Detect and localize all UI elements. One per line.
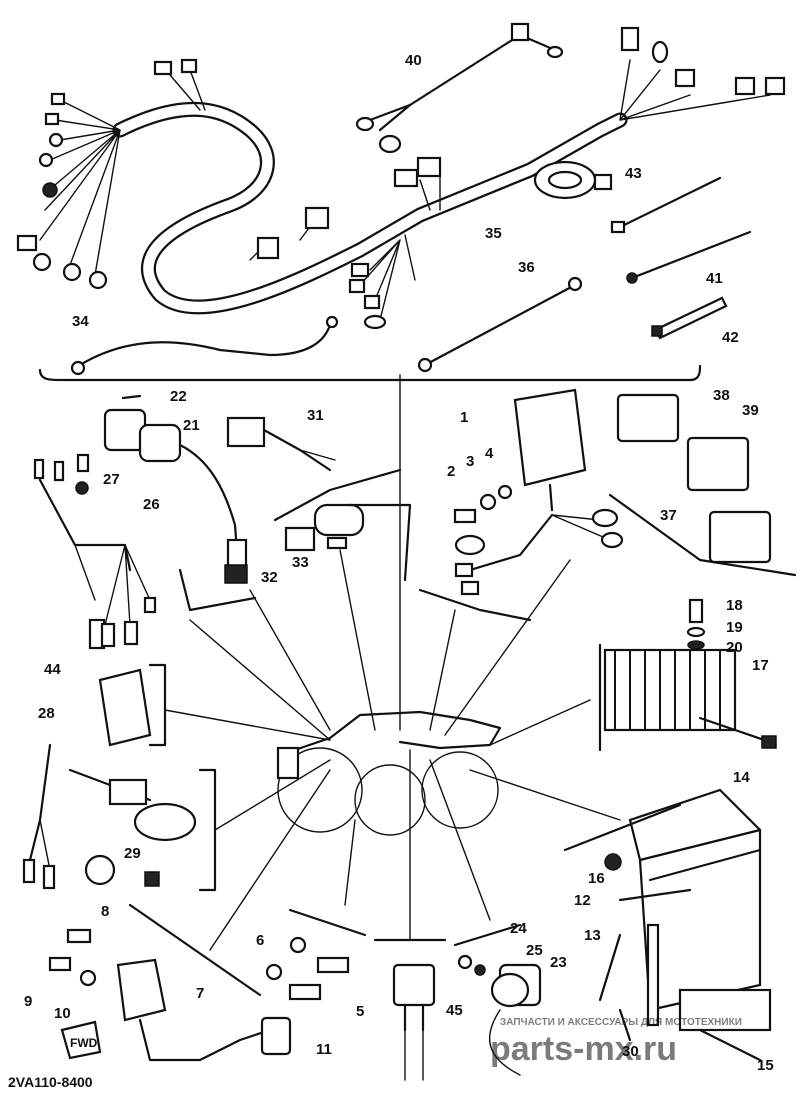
callout-10: 10 — [54, 1005, 71, 1022]
part-31[interactable] — [226, 416, 336, 472]
ignition-coil-7[interactable] — [116, 958, 292, 1062]
fwd-label: FWD — [70, 1036, 98, 1050]
callout-1: 1 — [460, 409, 468, 426]
band-41[interactable] — [626, 230, 752, 284]
callout-9: 9 — [24, 993, 32, 1010]
horn-23[interactable] — [489, 963, 542, 1076]
callout-30: 30 — [622, 1043, 639, 1060]
screw-29[interactable] — [144, 871, 160, 887]
watermark-logo: parts-mx.ru — [490, 1030, 677, 1068]
band-42[interactable] — [651, 296, 728, 340]
callout-23: 23 — [550, 954, 567, 971]
sub-harness-40[interactable] — [355, 22, 564, 154]
callout-35: 35 — [485, 225, 502, 242]
callout-45: 45 — [446, 1002, 463, 1019]
washers-6[interactable] — [265, 936, 307, 981]
section-bracket — [38, 364, 702, 382]
callout-4: 4 — [485, 445, 494, 462]
callout-25: 25 — [526, 942, 543, 959]
cable-34[interactable] — [70, 315, 339, 376]
washer-24[interactable] — [457, 954, 473, 970]
watermark: ЗАПЧАСТИ И АКСЕССУАРЫ ДЛЯ МОТОТЕХНИКИ pa… — [490, 1017, 742, 1068]
callout-44: 44 — [44, 661, 61, 678]
callout-43: 43 — [625, 165, 642, 182]
bolt-9[interactable] — [48, 956, 72, 972]
callout-29: 29 — [124, 845, 141, 862]
battery-lead-12[interactable] — [618, 888, 692, 902]
callout-34: 34 — [72, 313, 89, 330]
callout-3: 3 — [466, 453, 474, 470]
callout-33: 33 — [292, 554, 309, 571]
callout-27: 27 — [103, 471, 120, 488]
cover-38[interactable] — [616, 393, 680, 443]
drawing-code: 2VA110-8400 — [8, 1074, 93, 1090]
callout-19: 19 — [726, 619, 743, 636]
callout-7: 7 — [196, 985, 204, 1002]
callout-15: 15 — [757, 1057, 774, 1074]
callout-6: 6 — [256, 932, 264, 949]
cap-16[interactable] — [604, 853, 622, 871]
leader-lines — [164, 374, 621, 951]
battery-lead-13[interactable] — [598, 923, 660, 1027]
main-wire-harness[interactable] — [16, 26, 786, 330]
callout-21: 21 — [183, 417, 200, 434]
washer-4[interactable] — [497, 484, 513, 500]
bolt-18[interactable] — [688, 598, 704, 624]
vehicle-outline — [276, 710, 502, 836]
callout-26: 26 — [143, 496, 160, 513]
callout-40: 40 — [405, 52, 422, 69]
callout-12: 12 — [574, 892, 591, 909]
callout-32: 32 — [261, 569, 278, 586]
callout-17: 17 — [752, 657, 769, 674]
callout-41: 41 — [706, 270, 723, 287]
watermark-tagline: ЗАПЧАСТИ И АКСЕССУАРЫ ДЛЯ МОТОТЕХНИКИ — [500, 1017, 742, 1028]
breather-30[interactable] — [618, 1008, 632, 1042]
main-switch-21[interactable] — [103, 394, 248, 584]
callout-22: 22 — [170, 388, 187, 405]
callout-31: 31 — [307, 407, 324, 424]
washer-19[interactable] — [686, 626, 706, 638]
callout-labels: 40 35 36 43 41 42 34 22 21 31 27 26 33 3… — [8, 52, 774, 1090]
cover-39[interactable] — [686, 436, 750, 492]
callout-20: 20 — [726, 639, 743, 656]
fwd-arrow: FWD — [60, 1020, 102, 1060]
callout-38: 38 — [713, 387, 730, 404]
part-32[interactable] — [273, 468, 402, 552]
bracket-lines — [128, 493, 797, 997]
washer-20[interactable] — [687, 640, 705, 650]
cover-44[interactable] — [98, 668, 152, 747]
lead-28[interactable] — [22, 743, 197, 890]
callout-13: 13 — [584, 927, 601, 944]
nut-25[interactable] — [474, 964, 486, 976]
bolt-2[interactable] — [453, 508, 477, 524]
bolt-8[interactable] — [66, 928, 92, 944]
callout-11: 11 — [316, 1041, 332, 1058]
washer-10[interactable] — [79, 969, 97, 987]
battery-band-15[interactable] — [698, 1028, 762, 1062]
cdi-unit-1[interactable] — [454, 388, 624, 596]
callout-16: 16 — [588, 870, 605, 887]
rectifier-17[interactable] — [603, 648, 777, 749]
callout-39: 39 — [742, 402, 759, 419]
battery-14[interactable] — [628, 788, 772, 1032]
callout-24: 24 — [510, 920, 527, 937]
callout-14: 14 — [733, 769, 750, 786]
callout-37: 37 — [660, 507, 677, 524]
handlebar-switch-26[interactable] — [33, 453, 157, 650]
callout-28: 28 — [38, 705, 55, 722]
cable-tie-43[interactable] — [610, 176, 722, 234]
callout-18: 18 — [726, 597, 743, 614]
relay-45[interactable] — [392, 963, 436, 1081]
callout-36: 36 — [518, 259, 535, 276]
callout-42: 42 — [722, 329, 739, 346]
cover-37[interactable] — [708, 510, 772, 564]
lead-36[interactable] — [417, 276, 583, 373]
part-33[interactable] — [326, 536, 348, 550]
washer-3[interactable] — [479, 493, 497, 511]
part-5[interactable] — [288, 956, 350, 1001]
callout-8: 8 — [101, 903, 109, 920]
callout-5: 5 — [356, 1003, 364, 1020]
callout-2: 2 — [447, 463, 455, 480]
